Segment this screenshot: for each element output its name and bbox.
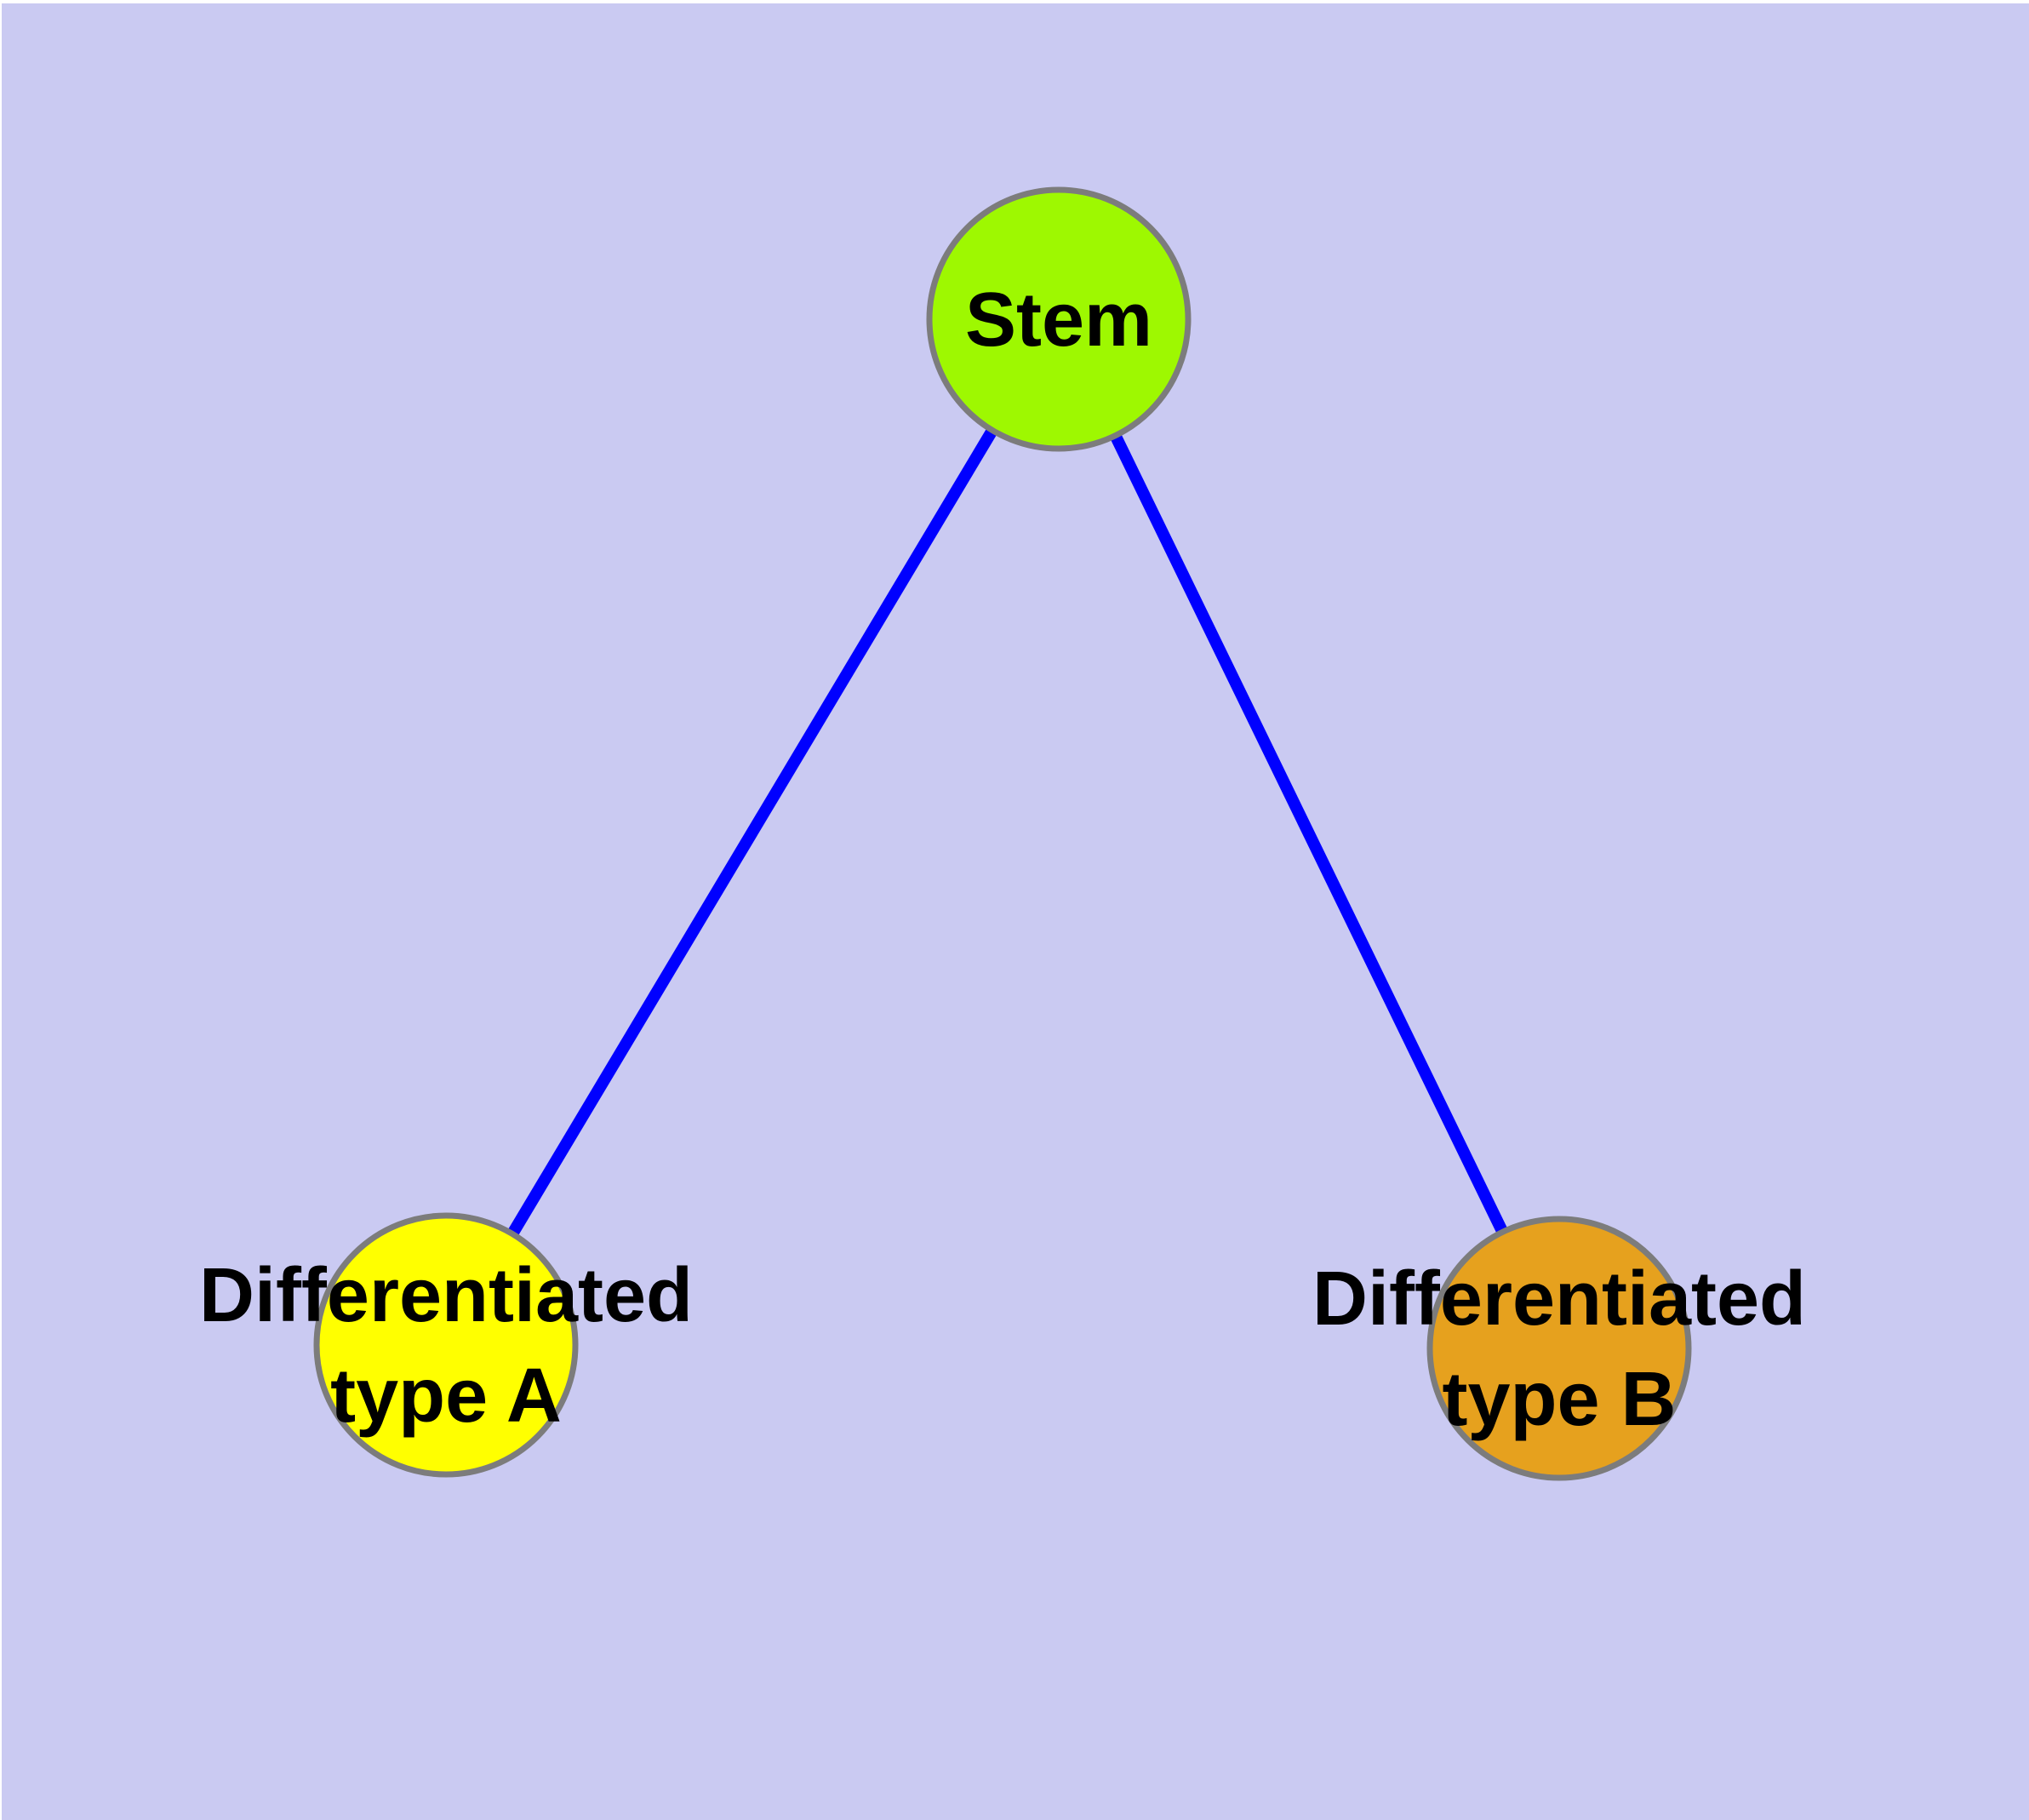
node-type-a-label-line1: Differentiated bbox=[199, 1253, 693, 1338]
edge-stem-to-type-b bbox=[1053, 316, 1565, 1352]
node-type-b-circle bbox=[1426, 1216, 1692, 1481]
edge-stem-to-type-a bbox=[440, 316, 1065, 1348]
node-differentiated-type-a: Differentiated type A bbox=[199, 1212, 693, 1478]
node-stem-circle bbox=[926, 186, 1192, 452]
node-type-a-circle bbox=[313, 1212, 579, 1478]
node-type-b-label-line1: Differentiated bbox=[1312, 1256, 1806, 1342]
node-differentiated-type-b: Differentiated type B bbox=[1312, 1216, 1806, 1481]
node-stem-label: Stem bbox=[965, 278, 1152, 363]
node-type-a-label-line2: type A bbox=[330, 1354, 562, 1439]
node-stem: Stem bbox=[926, 186, 1192, 452]
node-type-b-label-line2: type B bbox=[1442, 1357, 1676, 1442]
